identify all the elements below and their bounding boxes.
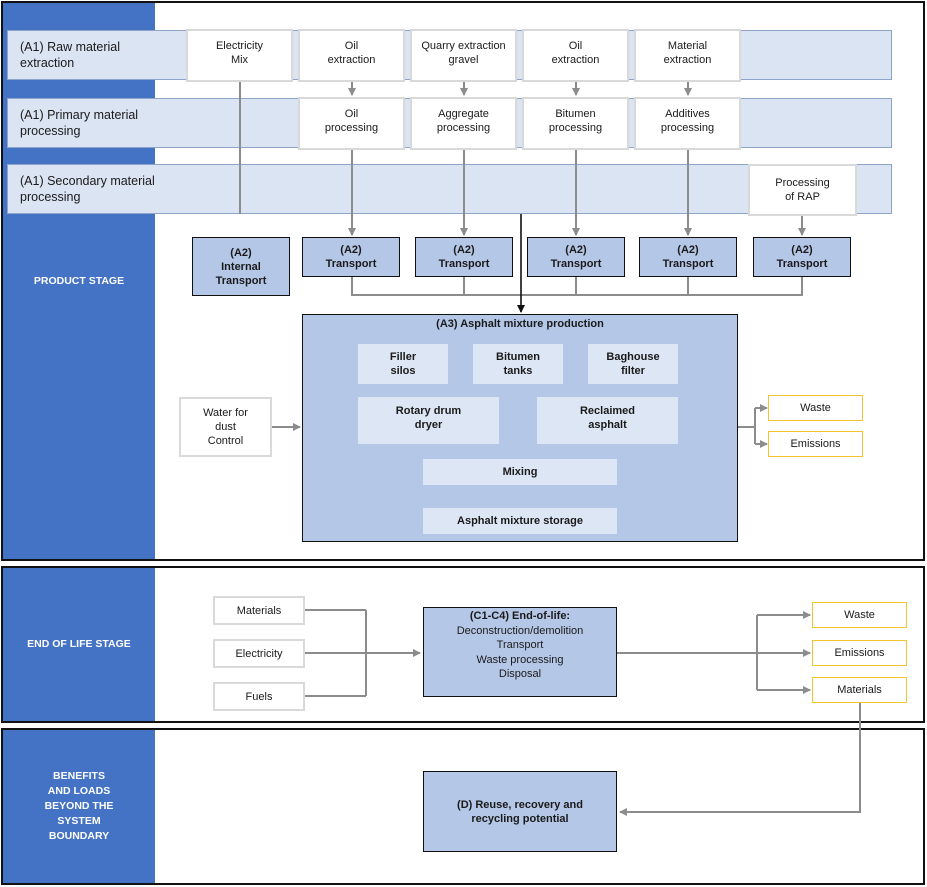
aggregate-processing-box: Aggregate processing	[410, 97, 517, 150]
product-waste-output: Waste	[768, 395, 863, 421]
product-stage-label: PRODUCT STAGE	[3, 3, 155, 559]
oil-extraction-box: Oil extraction	[298, 29, 405, 82]
mixing-box: Mixing	[423, 459, 617, 485]
water-dust-control-box: Water for dust Control	[179, 397, 272, 457]
eol-line-disposal: Disposal	[498, 668, 542, 680]
primary-processing-label: (A1) Primary material processing	[20, 108, 139, 138]
raw-material-label: (A1) Raw material extraction	[20, 40, 121, 70]
transport-box-4: (A2) Transport	[639, 237, 737, 277]
secondary-processing-label: (A1) Secondary material processing	[20, 174, 155, 204]
asphalt-production-title: (A3) Asphalt mixture production	[436, 318, 604, 330]
eol-line-transport: Transport	[496, 639, 544, 651]
rap-processing-box: Processing of RAP	[748, 164, 857, 216]
end-of-life-box: (C1-C4) End-of-life: Deconstruction/demo…	[423, 607, 617, 697]
end-of-life-stage-label: END OF LIFE STAGE	[3, 568, 155, 721]
eol-emissions-output: Emissions	[812, 640, 907, 666]
secondary-processing-row: (A1) Secondary material processing	[7, 164, 892, 214]
end-of-life-title: (C1-C4) End-of-life:	[469, 610, 571, 622]
eol-waste-output: Waste	[812, 602, 907, 628]
reclaimed-asphalt-box: Reclaimed asphalt	[537, 397, 678, 444]
additives-processing-box: Additives processing	[634, 97, 741, 150]
transport-box-5: (A2) Transport	[753, 237, 851, 277]
rotary-drum-dryer-box: Rotary drum dryer	[358, 397, 499, 444]
benefits-stage-label: BENEFITS AND LOADS BEYOND THE SYSTEM BOU…	[3, 730, 155, 883]
bitumen-tanks-box: Bitumen tanks	[473, 344, 563, 384]
eol-materials-input: Materials	[213, 596, 305, 625]
eol-electricity-input: Electricity	[213, 639, 305, 668]
eol-materials-output: Materials	[812, 677, 907, 703]
internal-transport-box: (A2) Internal Transport	[192, 237, 290, 296]
eol-fuels-input: Fuels	[213, 682, 305, 711]
transport-box-2: (A2) Transport	[415, 237, 513, 277]
quarry-extraction-box: Quarry extraction gravel	[410, 29, 517, 82]
transport-box-3: (A2) Transport	[527, 237, 625, 277]
eol-line-waste-processing: Waste processing	[476, 653, 564, 666]
electricity-mix-box: Electricity Mix	[186, 29, 293, 82]
eol-line-deconstruction: Deconstruction/demolition	[456, 624, 584, 637]
asphalt-storage-box: Asphalt mixture storage	[423, 508, 617, 534]
material-extraction-box: Material extraction	[634, 29, 741, 82]
product-emissions-output: Emissions	[768, 431, 863, 457]
oil-extraction-box-2: Oil extraction	[522, 29, 629, 82]
transport-box-1: (A2) Transport	[302, 237, 400, 277]
reuse-recovery-recycling-box: (D) Reuse, recovery and recycling potent…	[423, 771, 617, 852]
filler-silos-box: Filler silos	[358, 344, 448, 384]
bitumen-processing-box: Bitumen processing	[522, 97, 629, 150]
baghouse-filter-box: Baghouse filter	[588, 344, 678, 384]
oil-processing-box: Oil processing	[298, 97, 405, 150]
